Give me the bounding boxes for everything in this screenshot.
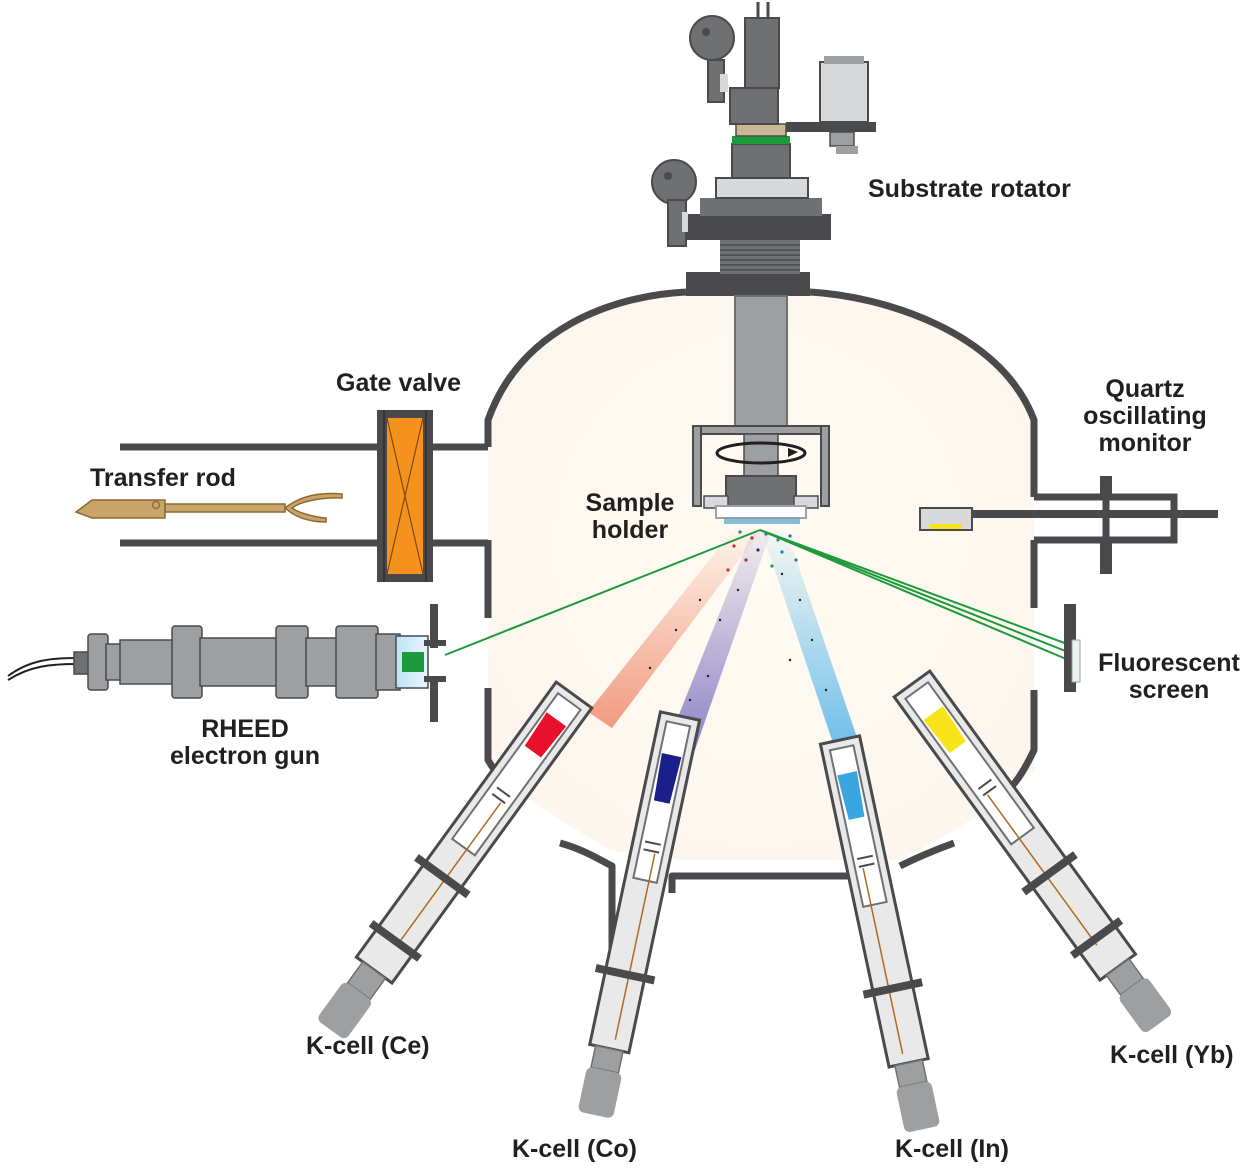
- label-sample-holder-line1: Sample: [585, 489, 675, 517]
- label-rheed-gun: RHEED electron gun: [150, 716, 340, 770]
- label-fluorescent-screen-line1: Fluorescent: [1098, 649, 1240, 677]
- label-kcell-in: K-cell (In): [895, 1135, 1009, 1163]
- quartz-monitor: [919, 476, 1218, 574]
- label-gate-valve: Gate valve: [336, 369, 462, 397]
- label-sample-holder: Sample holder: [570, 490, 690, 544]
- plume-co: [668, 532, 770, 750]
- kcell-co-device: [578, 710, 702, 1118]
- rheed-electron-gun: [7, 604, 446, 722]
- label-sample-holder-line2: holder: [591, 516, 669, 544]
- label-transfer-rod: Transfer rod: [90, 464, 236, 492]
- plume-in: [762, 530, 860, 752]
- label-fluorescent-screen: Fluorescent screen: [1086, 650, 1252, 704]
- gate-valve: [377, 410, 433, 582]
- label-quartz-monitor-line1: Quartz: [1105, 375, 1185, 403]
- plume-ce: [588, 528, 760, 728]
- kcell-ce-device: [318, 679, 594, 1039]
- label-kcell-yb: K-cell (Yb): [1110, 1041, 1234, 1069]
- chamber-interior: [485, 292, 1034, 860]
- fluorescent-screen-device: [1064, 604, 1081, 692]
- label-rheed-gun-line2: electron gun: [169, 742, 320, 770]
- kcell-yb-device: [892, 668, 1172, 1032]
- molecular-beams: [588, 528, 860, 752]
- label-kcell-co: K-cell (Co): [512, 1135, 637, 1163]
- label-fluorescent-screen-line2: screen: [1128, 676, 1210, 704]
- label-quartz-monitor-line2: oscillating: [1083, 402, 1207, 430]
- label-kcell-ce: K-cell (Ce): [306, 1032, 430, 1060]
- substrate-rotator: [651, 2, 876, 519]
- kcell-in-device: [818, 734, 940, 1132]
- label-substrate-rotator: Substrate rotator: [868, 175, 1071, 203]
- label-quartz-monitor: Quartz oscillating monitor: [1070, 376, 1220, 457]
- label-rheed-gun-line1: RHEED: [201, 715, 289, 743]
- rheed-beams: [444, 529, 1079, 665]
- label-quartz-monitor-line3: monitor: [1098, 429, 1192, 457]
- transfer-rod: [74, 492, 343, 523]
